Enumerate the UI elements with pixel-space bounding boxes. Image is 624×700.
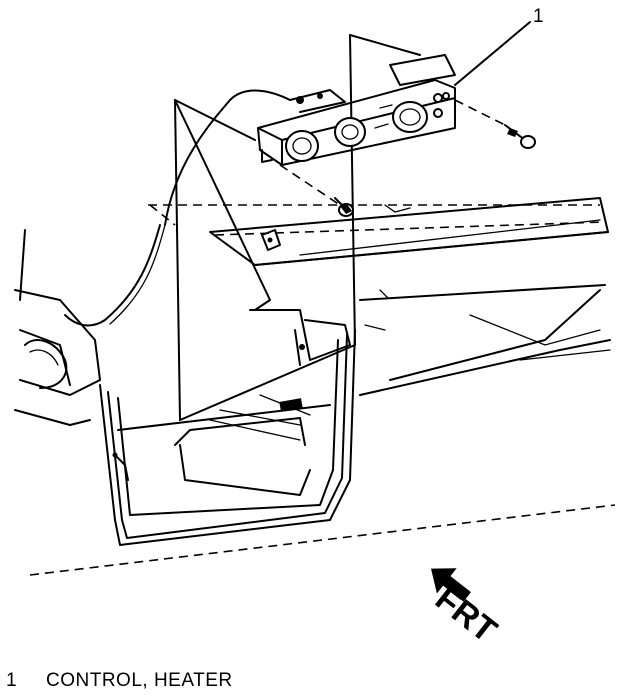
- mode-knob-icon: [334, 117, 366, 147]
- legend-item-number: 1: [6, 670, 18, 691]
- console-opening: [99, 309, 356, 546]
- front-direction-indicator: FRT: [428, 568, 504, 651]
- instrument-panel: [14, 197, 616, 576]
- legend: 1 CONTROL, HEATER: [6, 670, 233, 692]
- legend-item-label: CONTROL, HEATER: [46, 670, 233, 691]
- screw-icon: [454, 99, 536, 149]
- fan-knob-icon: [392, 101, 428, 133]
- heater-control-unit: [164, 54, 456, 226]
- clip-icon: [261, 204, 411, 331]
- front-arrow-icon: [431, 568, 471, 602]
- screw-icon: [279, 164, 354, 217]
- bezel-panel: [149, 34, 421, 421]
- front-label: FRT: [428, 580, 504, 651]
- callout-1-number: 1: [533, 6, 544, 27]
- temperature-knob-icon: [285, 130, 319, 162]
- callout-1: 1: [454, 6, 544, 86]
